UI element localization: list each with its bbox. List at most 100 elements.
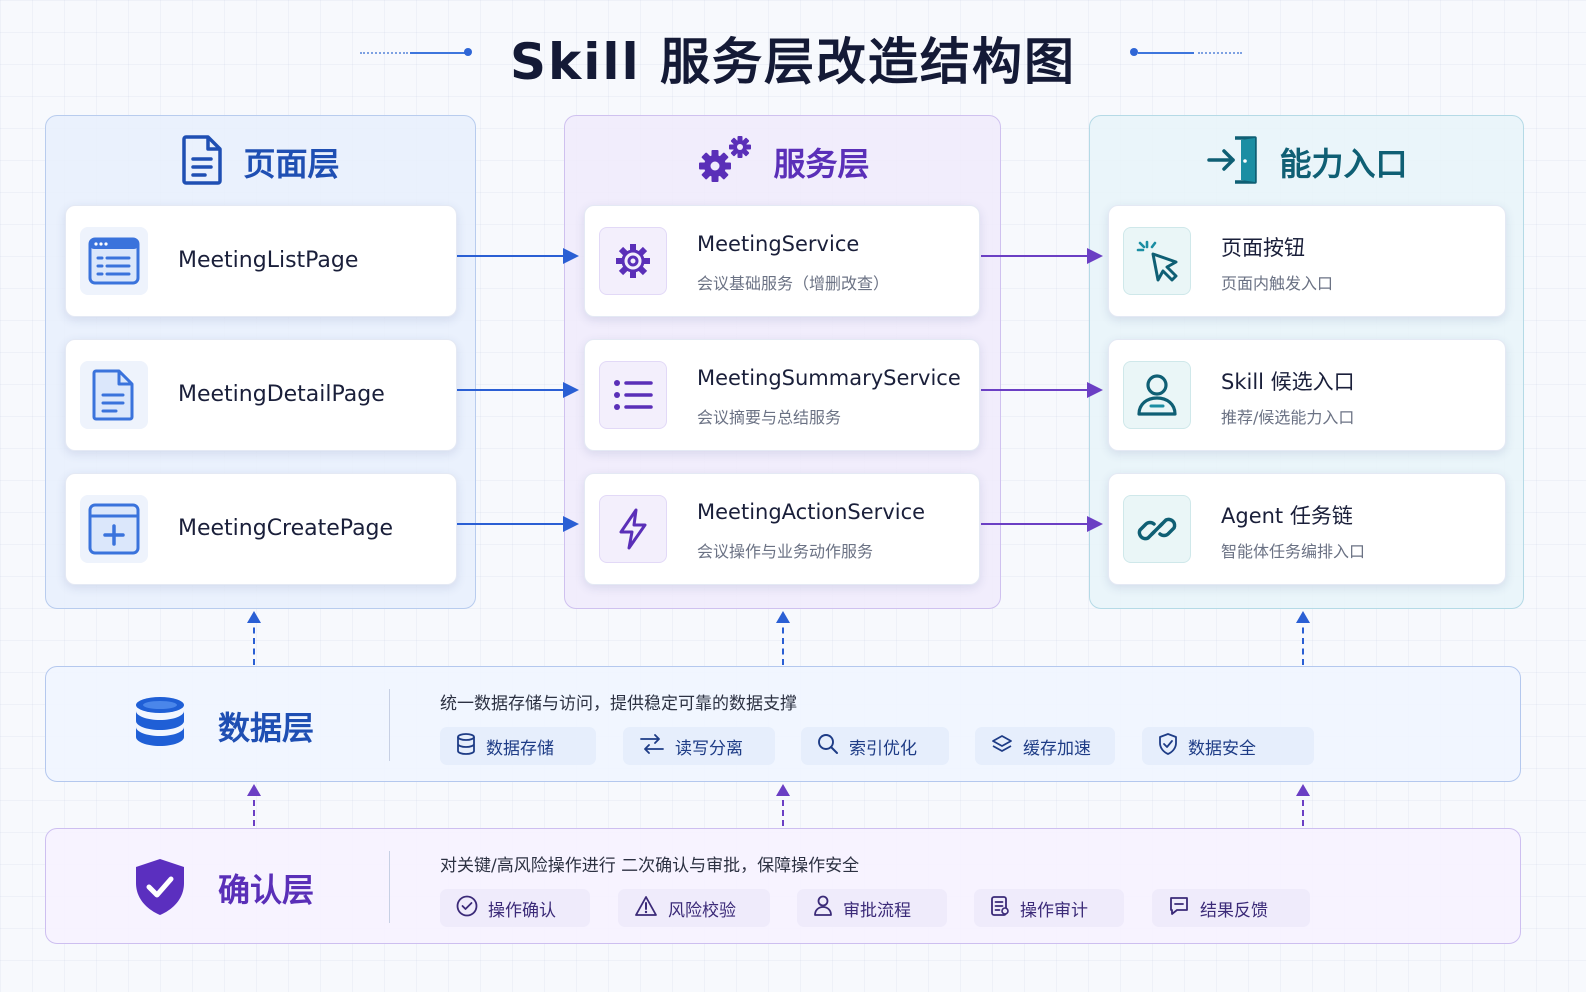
data-chip-index: 索引优化 [801, 727, 949, 765]
capability-desc: 推荐/候选能力入口 [1221, 408, 1355, 427]
list-window-icon [80, 227, 148, 295]
document-icon [80, 361, 148, 429]
add-window-icon [80, 495, 148, 563]
link-icon [1123, 495, 1191, 563]
chip-label: 数据存储 [486, 738, 554, 759]
capability-header: 能力入口 [1090, 134, 1523, 190]
page-name: MeetingDetailPage [178, 382, 385, 407]
service-layer-column: 服务层 MeetingService 会议基础服务（增删改查） MeetingS… [564, 115, 1001, 609]
capability-card-agent-chain: Agent 任务链 智能体任务编排入口 [1108, 473, 1506, 585]
chip-label: 审批流程 [843, 900, 911, 921]
page-card-meeting-create: MeetingCreatePage [65, 473, 457, 585]
chip-label: 索引优化 [849, 738, 917, 759]
arrow-data-to-page [247, 611, 261, 665]
page-title: Skill 服务层改造结构图 [509, 33, 1077, 91]
service-layer-header: 服务层 [565, 134, 1000, 190]
service-name: MeetingActionService [697, 500, 926, 524]
confirm-chip-risk-check: 风险校验 [618, 889, 770, 927]
confirm-layer-band: 确认层 对关键/高风险操作进行 二次确认与审批，保障操作安全 操作确认 风险校验… [45, 828, 1521, 944]
service-desc: 会议摘要与总结服务 [697, 408, 842, 427]
service-desc: 会议操作与业务动作服务 [697, 542, 874, 561]
shield-check-icon [1158, 732, 1178, 760]
arrow-data-to-capability [1296, 611, 1310, 665]
service-card-meeting-summary: MeetingSummaryService 会议摘要与总结服务 [584, 339, 980, 451]
data-chip-rw-split: 读写分离 [623, 727, 775, 765]
chip-label: 操作确认 [488, 900, 556, 921]
page-card-meeting-detail: MeetingDetailPage [65, 339, 457, 451]
confirm-layer-title: 确认层 [218, 871, 315, 909]
capability-name: Skill 候选入口 [1221, 370, 1355, 394]
gear-icon [599, 227, 667, 295]
chip-label: 结果反馈 [1200, 900, 1268, 921]
page-layer-header: 页面层 [46, 134, 475, 190]
confirm-chip-approval: 审批流程 [797, 889, 947, 927]
title-decoration-left [360, 48, 472, 56]
capability-name: 页面按钮 [1221, 236, 1305, 260]
page-layer-column: 页面层 MeetingListPage MeetingDetailPage Me… [45, 115, 476, 609]
chip-label: 操作审计 [1020, 900, 1088, 921]
confirm-chip-operation-confirm: 操作确认 [440, 889, 590, 927]
enter-door-icon [1205, 134, 1261, 190]
service-name: MeetingSummaryService [697, 366, 961, 390]
arrow-page-to-service-2 [457, 382, 579, 398]
data-layer-band: 数据层 统一数据存储与访问，提供稳定可靠的数据支撑 数据存储 读写分离 索引优化… [45, 666, 1521, 782]
arrow-confirm-to-data-1 [247, 784, 261, 826]
warning-icon [634, 895, 658, 922]
title-decoration-right [1130, 48, 1242, 56]
capability-name: Agent 任务链 [1221, 504, 1353, 528]
search-icon [817, 733, 839, 760]
database-icon [132, 695, 188, 755]
divider [389, 851, 390, 923]
chip-label: 数据安全 [1188, 738, 1256, 759]
split-arrows-icon [639, 733, 665, 759]
arrow-page-to-service-3 [457, 516, 579, 532]
capability-title: 能力入口 [1279, 145, 1408, 183]
service-desc: 会议基础服务（增删改查） [697, 274, 890, 293]
user-icon [1123, 361, 1191, 429]
gears-icon [695, 134, 755, 190]
arrow-confirm-to-data-2 [776, 784, 790, 826]
list-icon [599, 361, 667, 429]
arrow-page-to-service-1 [457, 248, 579, 264]
chip-label: 风险校验 [668, 900, 736, 921]
service-card-meeting-action: MeetingActionService 会议操作与业务动作服务 [584, 473, 980, 585]
feedback-icon [1168, 895, 1190, 922]
document-icon [181, 134, 225, 190]
arrow-confirm-to-data-3 [1296, 784, 1310, 826]
layers-icon [991, 734, 1013, 759]
service-card-meeting-service: MeetingService 会议基础服务（增删改查） [584, 205, 980, 317]
data-layer-desc: 统一数据存储与访问，提供稳定可靠的数据支撑 [440, 694, 797, 714]
capability-card-page-button: 页面按钮 页面内触发入口 [1108, 205, 1506, 317]
confirm-chip-feedback: 结果反馈 [1152, 889, 1310, 927]
capability-desc: 页面内触发入口 [1221, 274, 1334, 293]
arrow-data-to-service [776, 611, 790, 665]
user-icon [813, 895, 833, 922]
audit-list-icon [990, 895, 1010, 922]
confirm-chip-audit: 操作审计 [974, 889, 1124, 927]
capability-card-skill-candidate: Skill 候选入口 推荐/候选能力入口 [1108, 339, 1506, 451]
shield-check-icon [132, 857, 188, 917]
page-name: MeetingCreatePage [178, 516, 394, 541]
confirm-layer-desc: 对关键/高风险操作进行 二次确认与审批，保障操作安全 [440, 856, 860, 876]
capability-desc: 智能体任务编排入口 [1221, 542, 1366, 561]
data-layer-title: 数据层 [218, 709, 315, 747]
arrow-service-to-capability-3 [981, 516, 1103, 532]
divider [389, 689, 390, 761]
lightning-icon [599, 495, 667, 563]
data-chip-storage: 数据存储 [440, 727, 596, 765]
chip-label: 读写分离 [675, 738, 743, 759]
data-chip-cache: 缓存加速 [975, 727, 1115, 765]
arrow-service-to-capability-1 [981, 248, 1103, 264]
cursor-click-icon [1123, 227, 1191, 295]
data-chip-security: 数据安全 [1142, 727, 1314, 765]
check-circle-icon [456, 895, 478, 922]
chip-label: 缓存加速 [1023, 738, 1091, 759]
page-card-meeting-list: MeetingListPage [65, 205, 457, 317]
page-name: MeetingListPage [178, 248, 359, 273]
capability-column: 能力入口 页面按钮 页面内触发入口 Skill 候选入口 推荐/候选能力入口 A… [1089, 115, 1524, 609]
page-layer-title: 页面层 [243, 145, 340, 183]
service-layer-title: 服务层 [773, 145, 870, 183]
arrow-service-to-capability-2 [981, 382, 1103, 398]
service-name: MeetingService [697, 232, 860, 256]
database-icon [456, 732, 476, 760]
